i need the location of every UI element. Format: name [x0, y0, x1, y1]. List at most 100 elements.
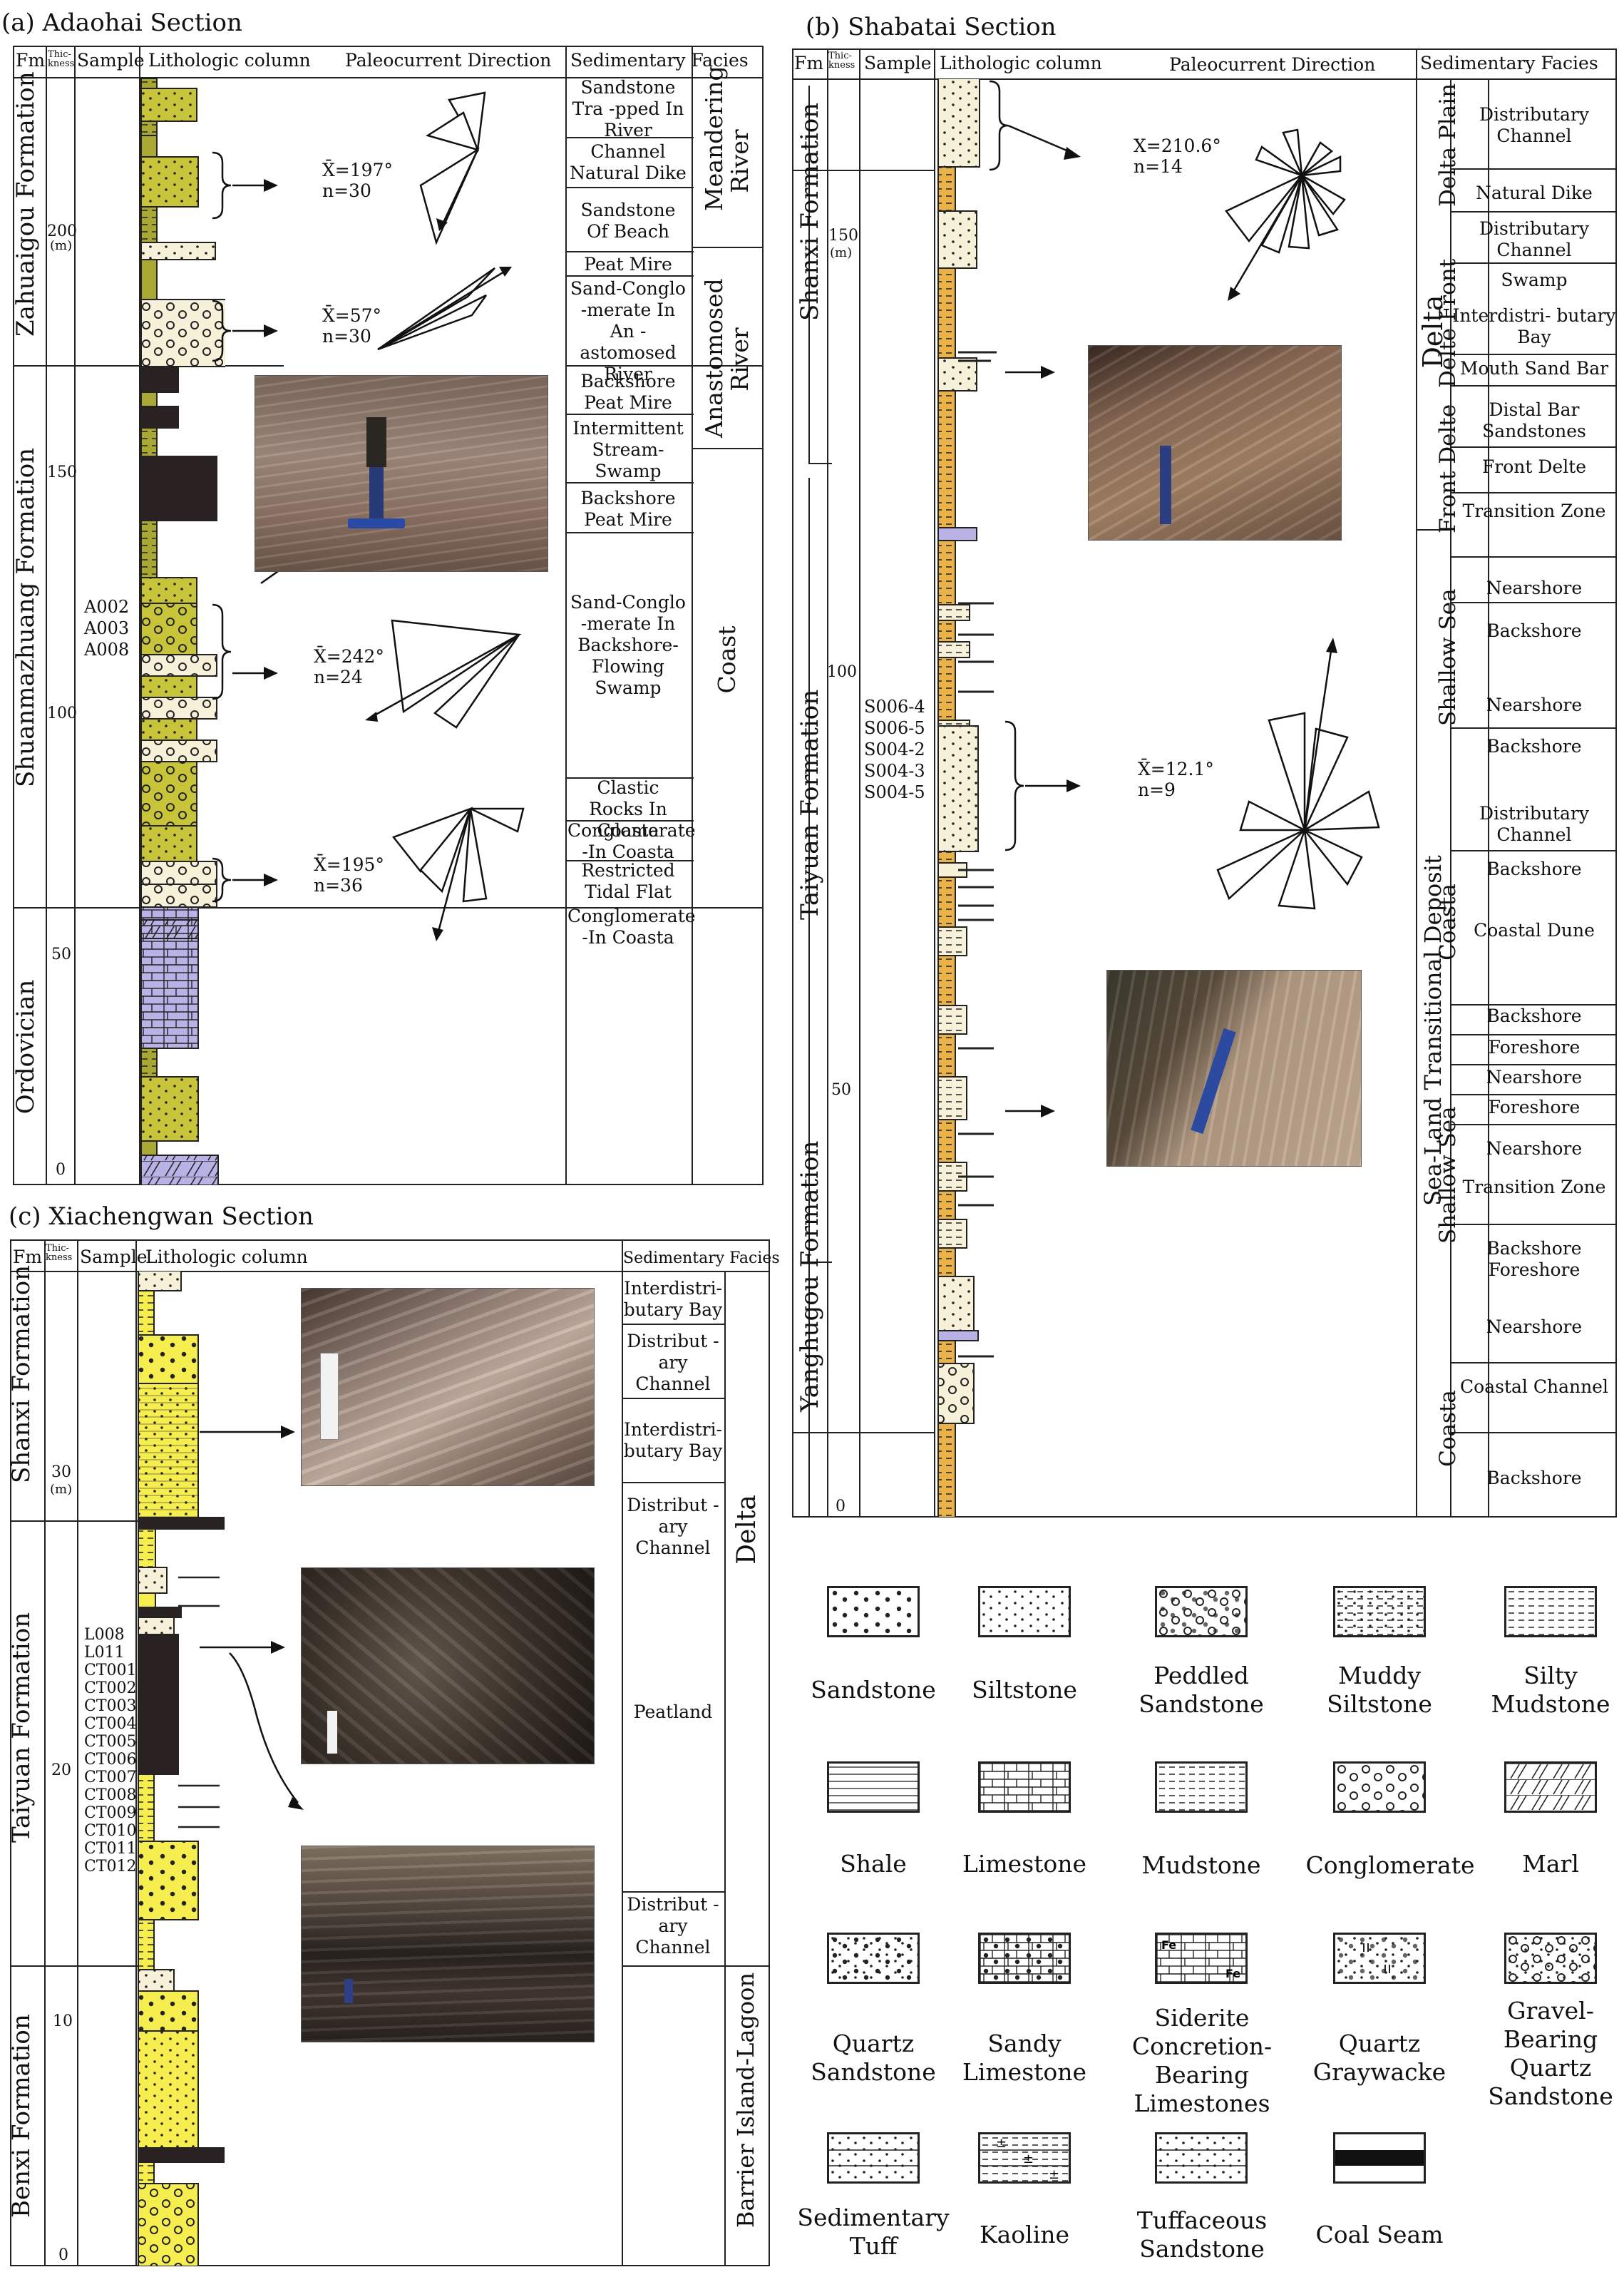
legend-swatch-gravel-quartz-sandstone: [1504, 1933, 1597, 1984]
legend-label: Sandstone: [811, 1676, 936, 1704]
mean-direction: X̄=195°: [314, 854, 384, 875]
sample-id: CT007: [84, 1769, 137, 1786]
subfacies-group-label: Coasta: [1435, 1390, 1461, 1467]
formation-label: Shanxi Formation: [7, 1264, 36, 1483]
outcrop-photo: [301, 1567, 595, 1764]
header-sample: Sample: [864, 53, 932, 73]
sample-ids: S006-4 S006-5 S004-2 S004-3 S004-5: [864, 696, 925, 803]
svg-text:Fe: Fe: [1225, 1967, 1240, 1980]
header-sedimentary-facies: Sedimentary Facies: [570, 50, 749, 71]
sample-id: CT006: [84, 1751, 137, 1769]
header-sedimentary-facies: Sedimentary Facies: [1420, 53, 1598, 73]
legend-label: Muddy Siltstone: [1327, 1662, 1432, 1718]
header-paleocurrent: Paleocurrent Direction: [1169, 54, 1376, 75]
paleocurrent-stat: X=210.6° n=14: [1134, 135, 1221, 177]
depth-tick: 10: [53, 2012, 73, 2030]
legend-label: Tuffaceous Sandstone: [1136, 2206, 1268, 2263]
legend-swatch-sandy-limestone: [978, 1933, 1071, 1984]
sample-id: CT003: [84, 1697, 137, 1715]
legend-swatch-sedimentary-tuff: [827, 2132, 920, 2184]
legend-label: Mudstone: [1141, 1851, 1261, 1879]
subfacies-label: Interdistri- butary Bay: [623, 1419, 723, 1461]
legend-swatch-mudstone: [1155, 1761, 1248, 1813]
subfacies-label: Sand-Conglo -merate In Backshore- Flowin…: [570, 592, 686, 698]
sample-id: CT009: [84, 1804, 137, 1822]
panel-b-frame: [792, 48, 1617, 1518]
measurement-count: n=9: [1138, 779, 1176, 800]
subfacies-label: Distribut -ary Channel: [627, 1894, 719, 1958]
paleocurrent-diagrams: [989, 80, 1380, 1117]
subfacies-label: Distributary Channel: [1479, 218, 1589, 260]
subfacies-label: Backshore Peat Mire: [580, 371, 676, 413]
subfacies-label: Backshore: [1486, 736, 1582, 757]
subfacies-label: Sandstone Of Beach: [580, 200, 676, 242]
sample-id: S004-5: [864, 782, 925, 802]
legend-label: Sedimentary Tuff: [797, 2204, 950, 2260]
header-fm: Fm: [16, 50, 46, 71]
header-thickness: Thic- kness: [828, 51, 855, 71]
outcrop-photo: [1106, 970, 1362, 1167]
sample-id: CT005: [84, 1733, 137, 1751]
legend-swatch-shale: [827, 1761, 920, 1813]
sample-id: S006-5: [864, 718, 925, 738]
depth-unit: (m): [50, 1482, 73, 1497]
sample-id: L008: [84, 1626, 125, 1644]
depth-tick: 100: [827, 663, 857, 681]
paleocurrent-diagrams: [212, 91, 525, 941]
legend-swatch-silty-mudstone: [1504, 1586, 1597, 1637]
depth-tick: 50: [831, 1081, 851, 1099]
subfacies-label: Foreshore: [1488, 1097, 1581, 1117]
outcrop-photo: [255, 375, 548, 572]
paleocurrent-stat: X̄=195° n=36: [314, 854, 384, 896]
depth-unit: (m): [830, 245, 853, 260]
subfacies-label: Conglomerate -In Coasta: [567, 820, 696, 862]
measurement-count: n=14: [1134, 156, 1183, 177]
legend-swatch-conglomerate: [1333, 1761, 1426, 1813]
subfacies-label: Sandstone Tra -pped In River Channel: [572, 77, 684, 162]
svg-text:±: ±: [996, 2136, 1007, 2151]
sample-id: S004-2: [864, 740, 925, 759]
depth-tick: 100: [47, 705, 77, 722]
subfacies-label: Distal Bar Sandstones: [1482, 399, 1586, 441]
legend-label: Siderite Concretion- Bearing Limestones: [1131, 2004, 1273, 2117]
subfacies-label: Mouth Sand Bar: [1459, 358, 1609, 379]
depth-tick: 20: [51, 1761, 71, 1779]
formation-label: Taiyuan Formation: [7, 1612, 36, 1843]
outcrop-photo: [301, 1288, 595, 1486]
legend-label: Gravel- Bearing Quartz Sandstone: [1488, 1997, 1613, 2110]
header-fm: Fm: [794, 53, 824, 73]
sample-id: CT012: [84, 1858, 137, 1876]
legend-label: Peddled Sandstone: [1139, 1662, 1264, 1718]
legend-swatch-quartz-sandstone: [827, 1933, 920, 1984]
subfacies-label: Backshore Foreshore: [1486, 1238, 1582, 1280]
header-sedimentary-facies: Sedimentary Facies: [623, 1249, 780, 1267]
outcrop-photo: [1088, 345, 1342, 541]
sample-id: CT010: [84, 1822, 137, 1840]
sample-id: CT002: [84, 1679, 137, 1697]
facies-label: Anastomosed River: [700, 278, 754, 438]
subfacies-label: Natural Dike: [1476, 183, 1593, 203]
sample-id: A003: [84, 618, 130, 638]
subfacies-label: Conglomerate -In Coasta: [567, 906, 696, 948]
subfacies-label: Restricted Tidal Flat: [581, 860, 675, 902]
panel-a-frame: [13, 46, 764, 1185]
subfacies-label: Clastic Rocks In Coasta: [589, 777, 667, 841]
header-sample: Sample: [77, 50, 145, 71]
sample-id: S006-4: [864, 697, 925, 717]
subfacies-label: Intermittent Stream- Swamp: [572, 418, 684, 481]
legend-swatch-marl: [1504, 1761, 1597, 1813]
header-fm: Fm: [13, 1247, 43, 1267]
legend-label: Silty Mudstone: [1491, 1662, 1610, 1718]
svg-text:±: ±: [1023, 2151, 1034, 2166]
panel-c-frame: [10, 1239, 770, 2266]
sample-ids: L008 L011 CT001 CT002 CT003 CT004 CT005 …: [84, 1626, 137, 1876]
legend-swatch-limestone: [978, 1761, 1071, 1813]
mean-direction: X̄=197°: [322, 160, 393, 180]
lithologic-column: [138, 1271, 225, 2266]
legend-swatch-pebbled-sandstone: [1155, 1586, 1248, 1637]
subfacies-label: Distributary Channel: [1479, 104, 1589, 146]
formation-label: Zahuaigou Formation: [11, 71, 40, 337]
sample-id: A008: [84, 640, 130, 660]
legend-label: Sandy Limestone: [962, 2030, 1087, 2086]
legend-swatch-quartz-graywacke: [1333, 1933, 1426, 1984]
